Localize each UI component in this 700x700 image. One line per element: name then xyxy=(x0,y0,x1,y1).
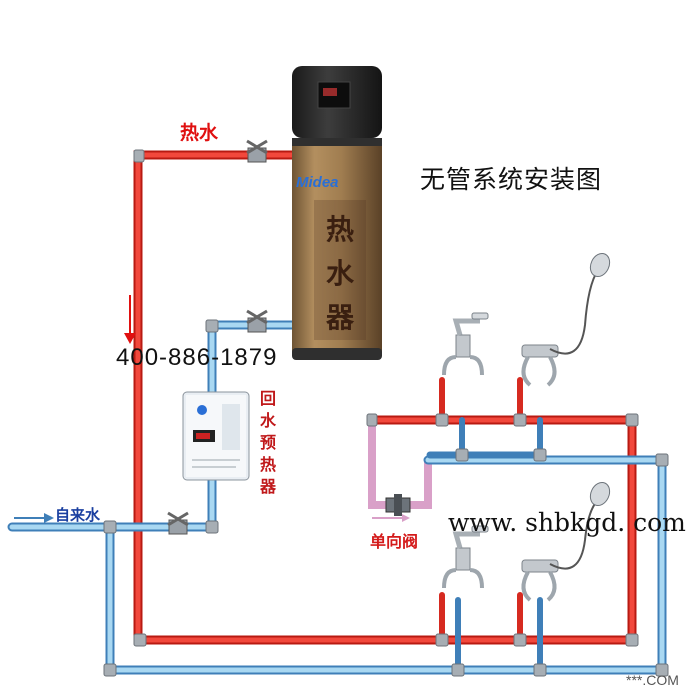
preheater-unit xyxy=(182,391,250,481)
cold-water-label: 自来水 xyxy=(55,506,101,524)
shower-head-icon xyxy=(521,481,611,602)
brand-logo-text: Midea xyxy=(296,174,339,191)
tank-char: 水 xyxy=(325,257,354,290)
valve-icon xyxy=(246,139,268,163)
lower-cold-drop xyxy=(455,597,543,673)
hot-return-loop xyxy=(368,416,432,509)
faucet-icon xyxy=(442,312,489,376)
diagram-title: 无管系统安装图 xyxy=(420,165,603,194)
hot-water-label: 热水 xyxy=(180,122,219,144)
cold-pipe-network xyxy=(7,320,667,675)
cold-inlet-pipe-highlight xyxy=(9,457,665,673)
flow-arrow-icon xyxy=(14,513,54,523)
preheater-char: 预 xyxy=(259,433,276,452)
tank-body xyxy=(292,138,382,358)
tank-char: 器 xyxy=(325,301,354,334)
preheater-char: 回 xyxy=(259,389,276,408)
watermark-text: ***.COM xyxy=(626,672,679,688)
phone-number: 400-886-1879 xyxy=(116,344,278,371)
flow-arrow-icon xyxy=(372,514,410,522)
preheater-char: 热 xyxy=(259,455,276,474)
hot-supply-pipe-highlight xyxy=(135,152,635,643)
pipe-fittings xyxy=(103,149,669,677)
tank-label: 热 水 器 xyxy=(317,208,363,340)
flow-arrow-icon xyxy=(124,295,136,344)
check-valve-label: 单向阀 xyxy=(370,532,419,551)
website-url: www. shbkgd. com xyxy=(448,508,686,537)
faucet-icon xyxy=(442,525,489,589)
valve-icon xyxy=(167,511,189,535)
valve-icon xyxy=(246,309,268,333)
preheater-char: 水 xyxy=(259,411,276,430)
preheater-char: 器 xyxy=(259,477,276,496)
tank-char: 热 xyxy=(325,213,354,246)
check-valve-icon xyxy=(385,494,411,516)
water-heater-tank xyxy=(292,66,382,360)
shower-head-icon xyxy=(521,252,611,387)
preheater-label: 回 水 预 热 器 xyxy=(258,388,278,498)
